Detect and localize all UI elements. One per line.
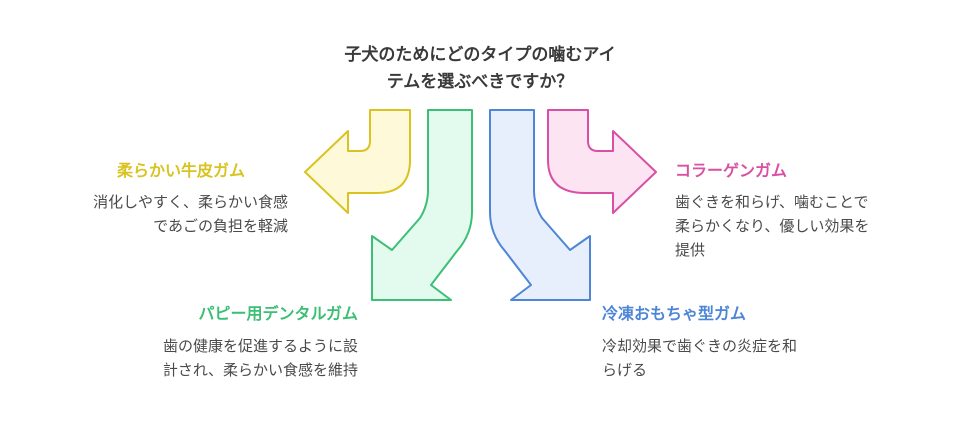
desc-puppy-dental: 歯の健康を促進するように設 計され、柔らかい食感を維持 <box>80 334 358 382</box>
desc-collagen: 歯ぐきを和らげ、噛むことで 柔らかくなり、優しい効果を 提供 <box>675 190 945 262</box>
desc-line: 歯の健康を促進するように設 <box>162 337 358 355</box>
title-line-2: テムを選ぶべきですか？ <box>386 72 574 92</box>
heading-collagen: コラーゲンガム <box>675 161 788 180</box>
heading-puppy-dental: パピー用デンタルガム <box>198 304 358 323</box>
arrow-frozen-toy <box>489 109 591 301</box>
desc-frozen-toy: 冷却効果で歯ぐきの炎症を和 らげる <box>602 334 882 382</box>
heading-frozen-toy: 冷凍おもちゃ型ガム <box>602 304 747 323</box>
desc-line: 計され、柔らかい食感を維持 <box>162 361 358 379</box>
desc-line: 提供 <box>675 241 706 259</box>
desc-line: 冷却効果で歯ぐきの炎症を和 <box>602 337 798 355</box>
heading-soft-beef-skin: 柔らかい牛皮ガム <box>117 161 246 180</box>
arrow-puppy-dental <box>371 109 473 301</box>
desc-line: 歯ぐきを和らげ、噛むことで <box>675 193 869 211</box>
diagram-title: 子犬のためにどのタイプの噛むアイ テムを選ぶべきですか？ <box>300 42 660 96</box>
desc-line: 消化しやすく、柔らかい食感 <box>93 193 288 211</box>
desc-line: 柔らかくなり、優しい効果を <box>675 217 870 235</box>
desc-line: らげる <box>602 361 648 379</box>
arrow-collagen <box>547 109 657 214</box>
title-line-1: 子犬のためにどのタイプの噛むアイ <box>344 45 616 65</box>
desc-soft-beef-skin: 消化しやすく、柔らかい食感 であごの負担を軽減 <box>20 190 288 238</box>
desc-line: であごの負担を軽減 <box>153 217 288 235</box>
arrow-soft-beef-skin <box>304 109 411 214</box>
